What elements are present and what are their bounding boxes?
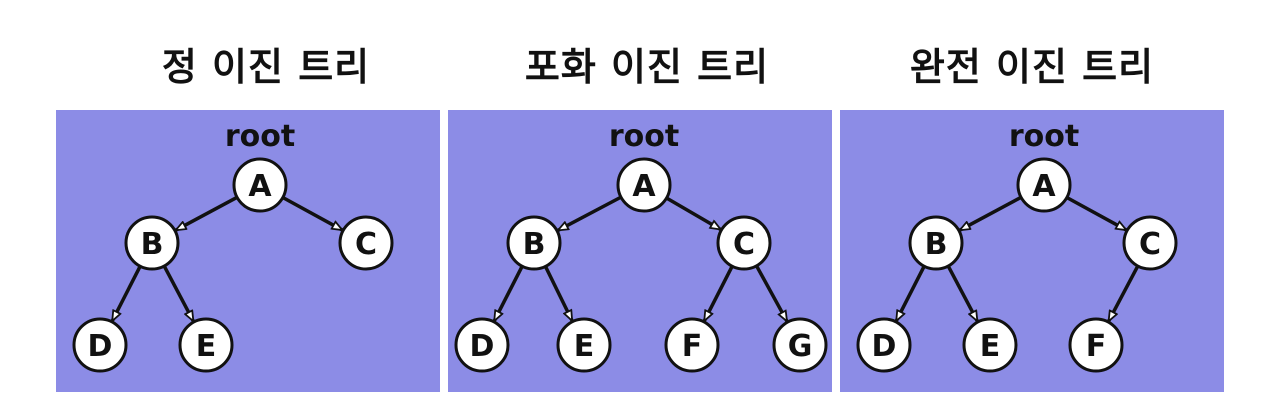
tree-node-f: F	[664, 317, 720, 373]
tree-node-c: C	[1122, 215, 1178, 271]
tree-node-f: F	[1068, 317, 1124, 373]
node-label: A	[248, 169, 272, 204]
edge-B-D	[492, 265, 524, 321]
node-label: D	[470, 329, 495, 364]
edge-A-B	[176, 195, 238, 232]
title-perfect-binary-tree: 포화 이진 트리	[524, 45, 770, 89]
edge-B-E	[543, 265, 574, 320]
tree-node-a: A	[232, 157, 288, 213]
node-label: G	[788, 329, 813, 364]
tree-node-a: A	[1016, 157, 1072, 213]
node-label: E	[980, 329, 1001, 364]
node-label: D	[872, 329, 897, 364]
node-label: B	[523, 227, 546, 262]
node-label: A	[1032, 169, 1056, 204]
tree-node-e: E	[178, 317, 234, 373]
tree-node-b: B	[506, 215, 562, 271]
node-label: E	[196, 329, 217, 364]
edge-B-E	[162, 265, 195, 321]
title-full-binary-tree: 정 이진 트리	[161, 45, 371, 89]
root-label: root	[225, 119, 295, 154]
title-complete-binary-tree: 완전 이진 트리	[909, 45, 1155, 89]
tree-node-e: E	[962, 317, 1018, 373]
edge-B-D	[894, 265, 926, 321]
node-label: A	[632, 169, 656, 204]
edge-A-B	[558, 195, 622, 232]
node-label: E	[574, 329, 595, 364]
edge-B-E	[946, 265, 979, 321]
node-label: B	[141, 227, 164, 262]
edge-A-C	[281, 195, 343, 232]
edge-A-C	[665, 196, 720, 231]
edge-C-F	[702, 265, 734, 321]
tree-node-d: D	[454, 317, 510, 373]
tree-node-e: E	[556, 317, 612, 373]
tree-node-b: B	[124, 215, 180, 271]
node-label: C	[1139, 227, 1161, 262]
edge-C-F	[1107, 265, 1140, 321]
node-label: C	[733, 227, 755, 262]
node-label: B	[925, 227, 948, 262]
node-label: F	[1086, 329, 1107, 364]
tree-node-d: D	[856, 317, 912, 373]
root-label: root	[609, 119, 679, 154]
edge-C-G	[754, 264, 789, 322]
node-label: D	[88, 329, 113, 364]
tree-node-c: C	[338, 215, 394, 271]
edge-A-B	[960, 195, 1022, 232]
tree-node-b: B	[908, 215, 964, 271]
node-label: C	[355, 227, 377, 262]
edge-B-D	[110, 265, 142, 321]
tree-node-d: D	[72, 317, 128, 373]
node-label: F	[682, 329, 703, 364]
tree-node-a: A	[616, 157, 672, 213]
edge-A-C	[1065, 195, 1127, 232]
root-label: root	[1009, 119, 1079, 154]
tree-node-g: G	[772, 317, 828, 373]
tree-node-c: C	[716, 215, 772, 271]
